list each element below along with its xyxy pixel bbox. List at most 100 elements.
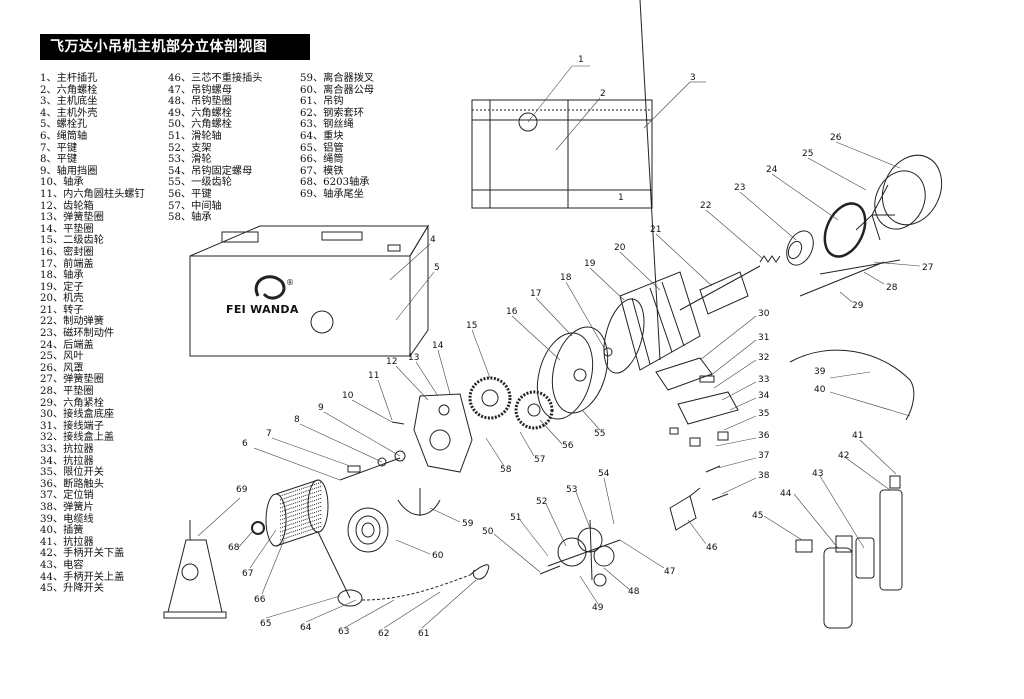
callout-4: 4 (430, 235, 436, 245)
callout-41: 41 (852, 431, 863, 441)
part-entry: 62、钢索套环 (300, 107, 364, 119)
callout-64: 64 (300, 623, 312, 633)
long-screws (799, 259, 901, 297)
callout-46: 46 (706, 543, 718, 553)
part-entry: 47、吊钩螺母 (168, 84, 232, 96)
callout-26: 26 (830, 133, 842, 143)
part-entry: 64、重块 (300, 130, 344, 142)
part-entry: 65、铝管 (300, 142, 344, 154)
part-entry: 56、平键 (168, 188, 212, 200)
callout-68: 68 (228, 543, 240, 553)
part-entry: 13、弹簧垫圈 (40, 212, 104, 224)
part-entry: 49、六角螺栓 (168, 107, 232, 119)
rope-drum (265, 479, 329, 547)
callout-66: 66 (254, 595, 266, 605)
callout-53: 53 (566, 485, 577, 495)
part-entry: 8、平键 (40, 154, 78, 166)
part-entry: 12、齿轮箱 (40, 200, 94, 212)
callout-50: 50 (482, 527, 494, 537)
plug (669, 487, 701, 531)
part-entry: 10、轴承 (40, 177, 84, 189)
base-frame (471, 99, 653, 209)
callout-45: 45 (752, 511, 763, 521)
callout-39: 39 (814, 367, 826, 377)
callout-35: 35 (758, 409, 769, 419)
callout-2: 2 (600, 89, 606, 99)
callout-62: 62 (378, 629, 389, 639)
part-entry: 6、绳筒轴 (40, 130, 88, 142)
part-entry: 39、电缆线 (40, 513, 94, 525)
callout-27: 27 (922, 263, 933, 273)
callout-60: 60 (432, 551, 444, 561)
callout-37: 37 (758, 451, 769, 461)
callout-34: 34 (758, 391, 770, 401)
part-entry: 46、三芯不重接插头 (168, 73, 263, 84)
part-entry: 37、定位销 (40, 490, 94, 502)
callout-32: 32 (758, 353, 769, 363)
part-entry: 60、离合器公母 (300, 84, 375, 96)
cable (789, 349, 915, 421)
callout-54: 54 (598, 469, 610, 479)
part-entry: 67、模铁 (300, 165, 344, 177)
callout-8: 8 (294, 415, 300, 425)
callout-59: 59 (462, 519, 474, 529)
registered-mark: ® (286, 278, 294, 287)
callout-44: 44 (780, 489, 792, 499)
switch-parts (669, 427, 729, 501)
part-entry: 42、手柄开关下盖 (40, 548, 125, 560)
part-entry: 54、吊钩固定螺母 (168, 165, 253, 177)
part-entry: 68、6203轴承 (300, 177, 370, 189)
callout-14: 14 (432, 341, 444, 351)
part-entry: 61、吊钩 (300, 96, 344, 108)
callout-10: 10 (342, 391, 354, 401)
diagram-title: 飞万达小吊机主机部分立体剖视图 (40, 34, 310, 60)
part-entry: 34、抗拉器 (40, 455, 94, 467)
part-entry: 32、接线盒上盖 (40, 432, 115, 444)
part-entry: 53、滑轮 (168, 154, 212, 166)
callout-19: 19 (584, 259, 596, 269)
callout-61: 61 (418, 629, 429, 639)
clutch (347, 507, 389, 553)
part-entry: 28、平垫圈 (40, 386, 94, 398)
callout-30: 30 (758, 309, 770, 319)
leader-lines (197, 65, 921, 629)
part-entry: 27、弹簧垫圈 (40, 374, 104, 386)
part-entry: 55、一级齿轮 (168, 177, 232, 189)
part-entry: 14、平垫圈 (40, 223, 94, 235)
part-entry: 59、离合器拨叉 (300, 73, 375, 84)
fan-blades (855, 184, 895, 241)
part-entry: 17、前端盖 (40, 258, 94, 270)
part-entry: 2、六角螺栓 (40, 84, 98, 96)
part-entry: 9、轴用挡圈 (40, 165, 98, 177)
small-parts (339, 421, 406, 481)
part-entry: 19、定子 (40, 281, 84, 293)
brake-disc (786, 230, 814, 266)
callout-numbers: 1 2 3 4 5 6 7 8 9 10 11 12 13 14 15 16 1… (228, 55, 933, 639)
callout-47: 47 (664, 567, 675, 577)
part-entry: 40、插簧 (40, 525, 84, 537)
part-entry: 11、内六角圆柱头螺钉 (40, 188, 145, 200)
rotor (679, 265, 761, 315)
callout-58: 58 (500, 465, 512, 475)
callout-5: 5 (434, 263, 440, 273)
part-entry: 36、断路触头 (40, 478, 104, 490)
part-entry: 23、磁环制动件 (40, 328, 115, 340)
part-entry: 66、绳筒 (300, 154, 344, 166)
callout-28: 28 (886, 283, 898, 293)
callout-21: 21 (650, 225, 661, 235)
callout-22: 22 (700, 201, 711, 211)
callout-56: 56 (562, 441, 574, 451)
rope-hook (317, 531, 490, 607)
junction-box (655, 357, 739, 425)
part-entry: 43、电容 (40, 559, 84, 571)
callout-17: 17 (530, 289, 541, 299)
part-entry: 38、弹簧片 (40, 501, 94, 513)
part-entry: 45、升降开关 (40, 583, 104, 595)
callout-16: 16 (506, 307, 518, 317)
callout-38: 38 (758, 471, 770, 481)
motor-stator (603, 0, 701, 374)
base-label: 1 (618, 193, 624, 203)
